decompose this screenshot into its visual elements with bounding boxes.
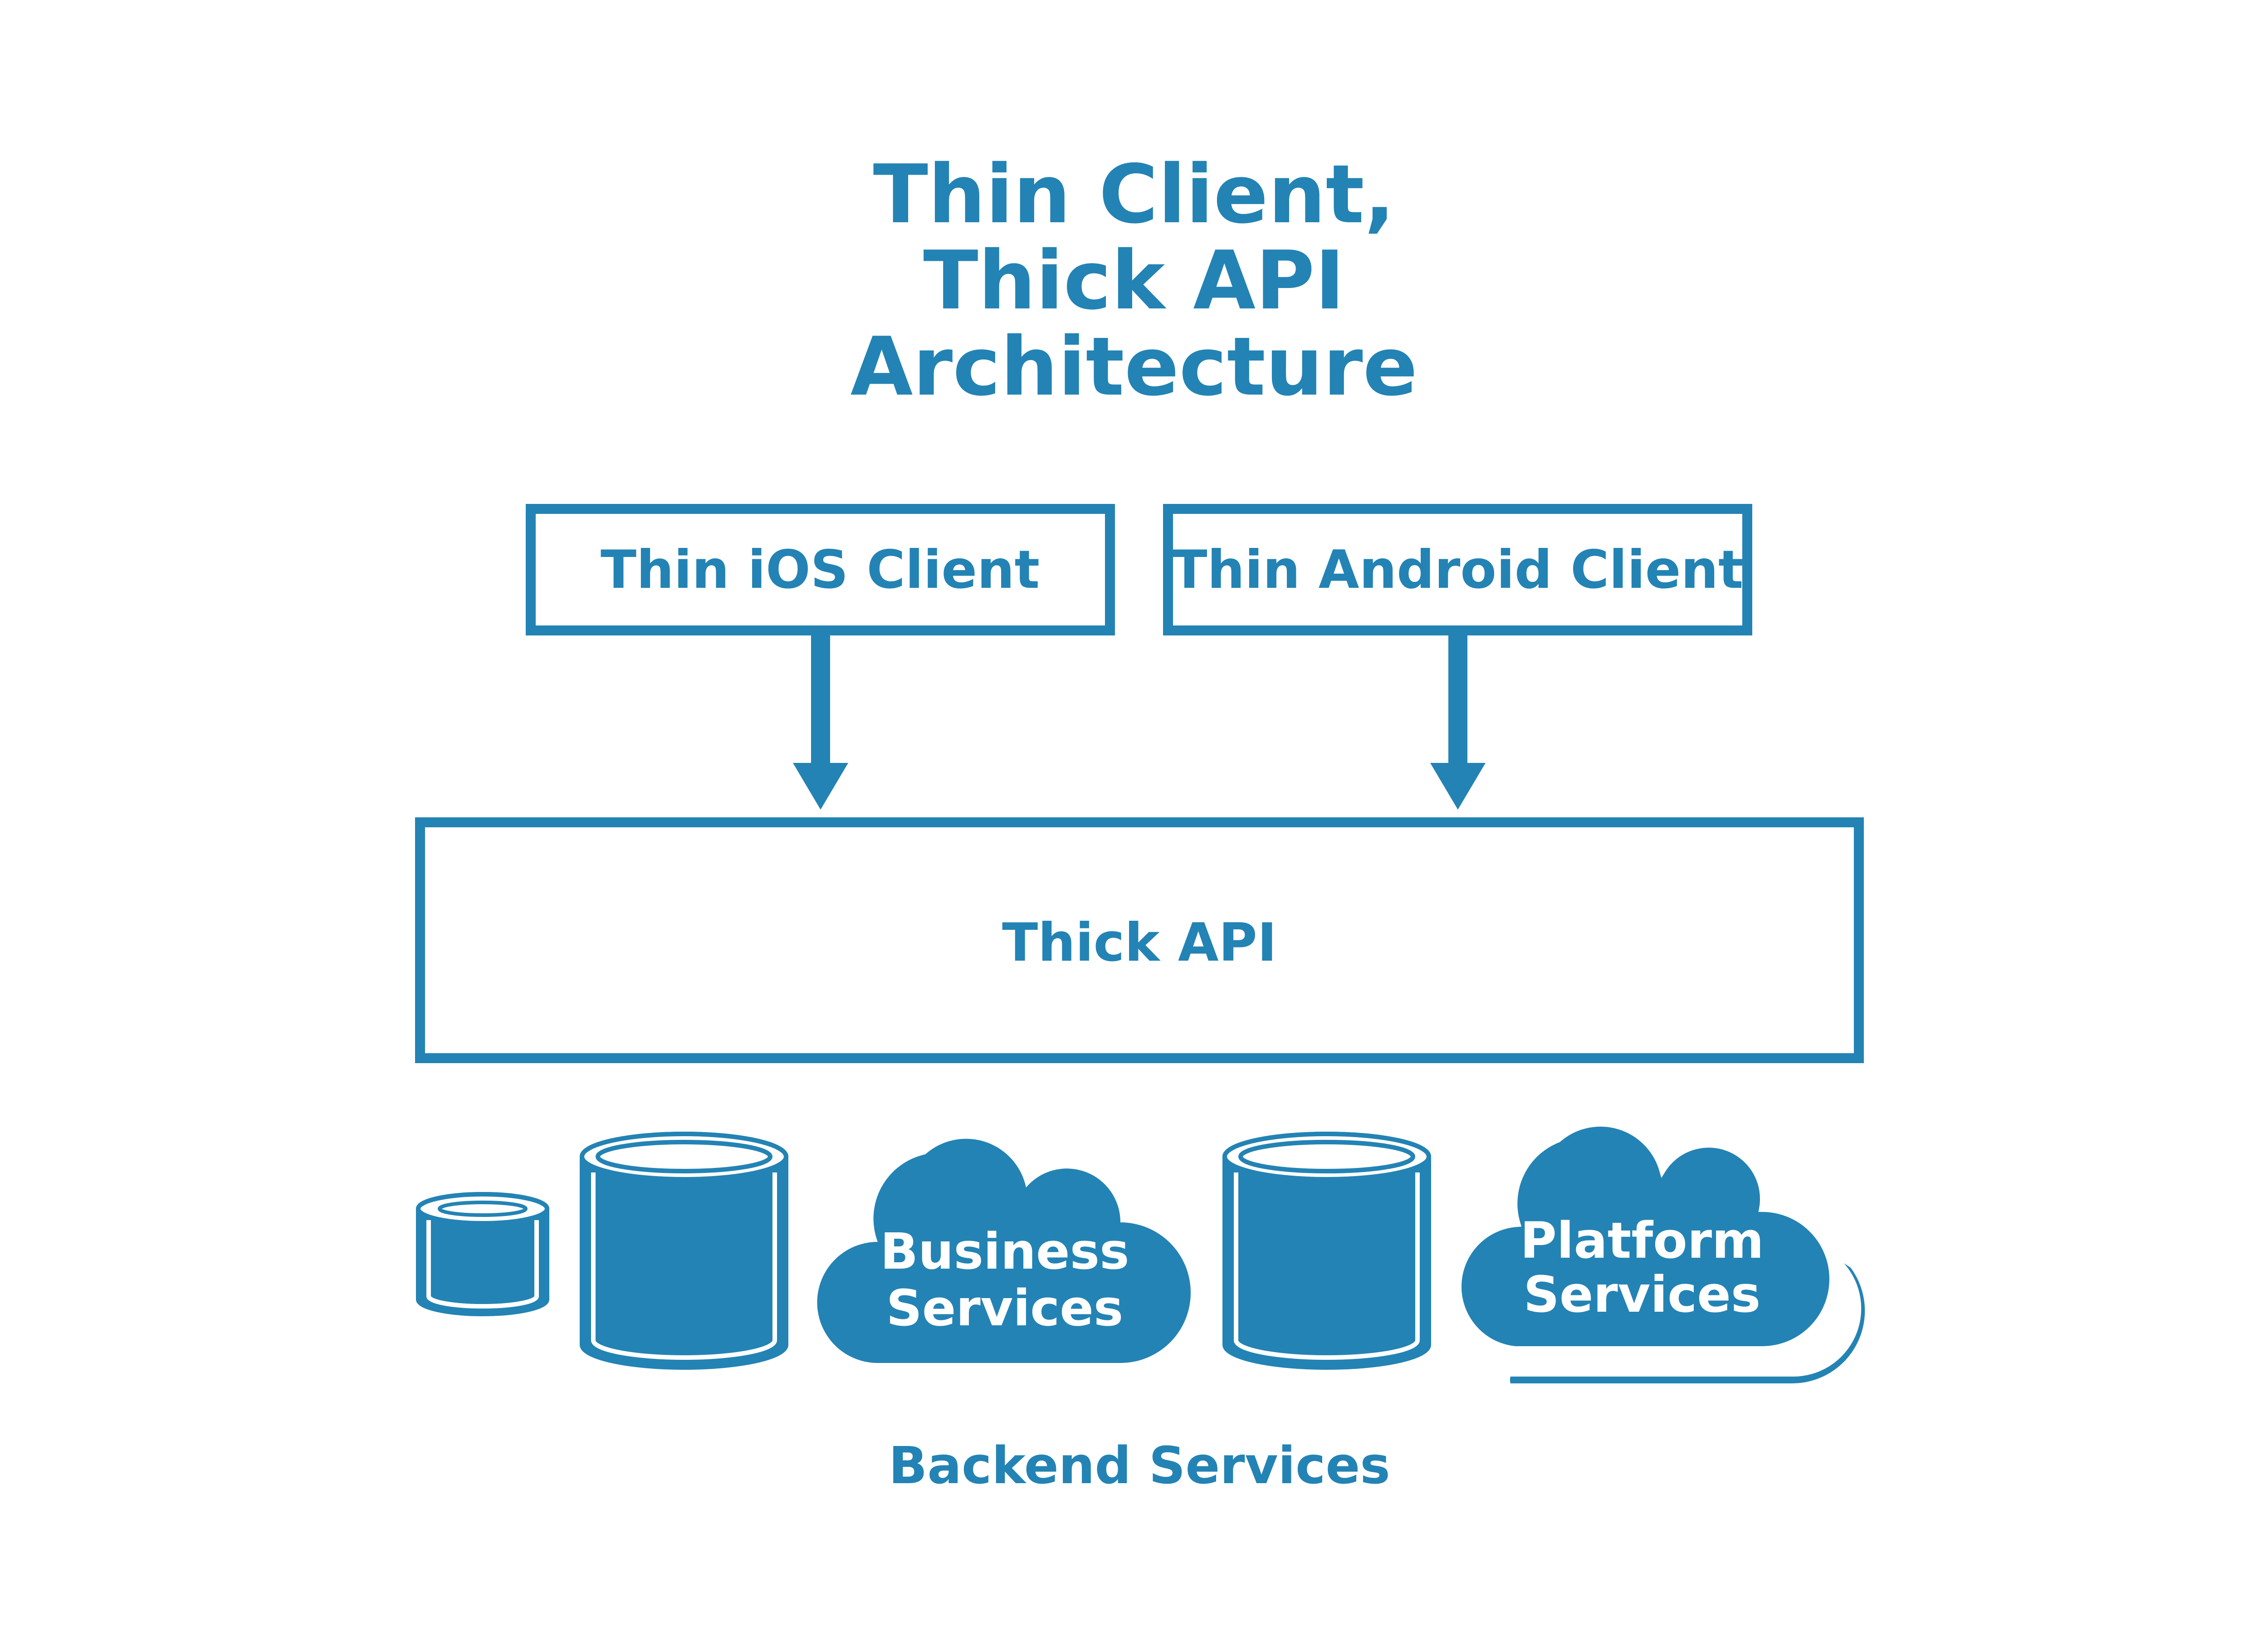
business-services-cloud-icon: Business Services	[817, 1138, 1191, 1363]
android-to-api-arrow	[1430, 635, 1486, 810]
small-database-icon	[416, 1192, 549, 1316]
platform-services-label-line-2: Services	[1524, 1265, 1761, 1324]
ios-to-api-arrow	[793, 635, 848, 810]
platform-services-label-line-1: Platform	[1520, 1211, 1764, 1270]
android-arrow-head	[1430, 763, 1486, 810]
large-database-icon-1	[580, 1132, 788, 1370]
title-line-1: Thin Client,	[873, 147, 1395, 241]
ios-arrow-head	[793, 763, 848, 810]
ios-arrow-shaft	[811, 635, 830, 767]
android-arrow-shaft	[1448, 635, 1467, 767]
backend-services-group: Business Services Platform Services Back…	[416, 1120, 1865, 1495]
ios-client-border	[526, 504, 1115, 635]
thick-api-label: Thick API	[1002, 912, 1277, 973]
platform-services-cloud-icon: Platform Services	[1455, 1120, 1865, 1384]
android-client-border	[1163, 504, 1752, 635]
title-line-2: Thick API	[923, 234, 1344, 327]
ios-client-label: Thin iOS Client	[601, 539, 1040, 601]
business-services-label-line-1: Business	[880, 1222, 1129, 1280]
ios-client-box: Thin iOS Client	[526, 504, 1115, 635]
backend-services-label: Backend Services	[889, 1436, 1390, 1495]
title-line-3: Architecture	[850, 320, 1418, 414]
thick-api-box: Thick API	[415, 817, 1864, 1063]
android-client-label: Thin Android Client	[1171, 539, 1743, 601]
business-services-label-line-2: Services	[886, 1279, 1124, 1337]
android-client-box: Thin Android Client	[1163, 504, 1752, 635]
thick-api-border	[415, 817, 1864, 1063]
large-database-icon-2	[1222, 1132, 1431, 1370]
diagram-title: Thin Client, Thick API Architecture	[850, 147, 1418, 414]
